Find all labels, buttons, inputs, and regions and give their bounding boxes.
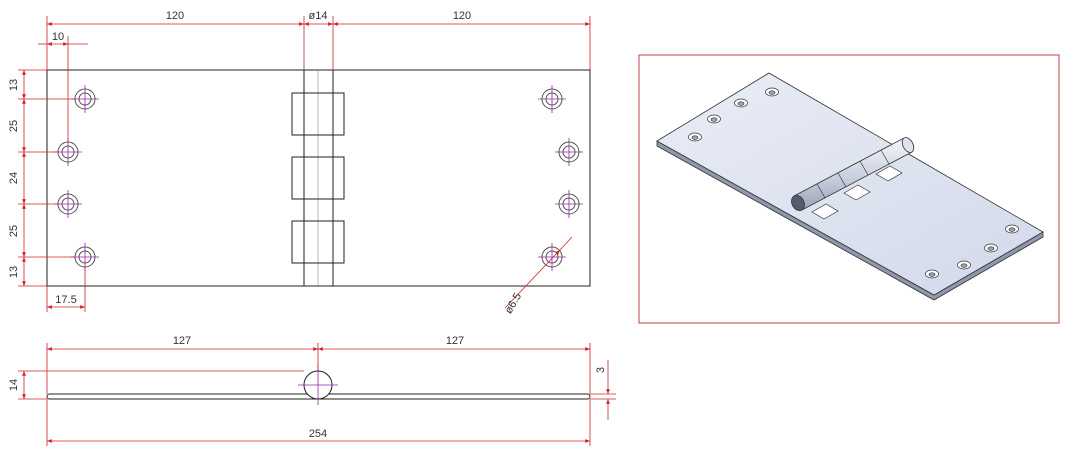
dim-thickness-text: 3	[595, 367, 607, 373]
hole-right-2	[555, 138, 583, 166]
dim-hole-inset-text: 10	[52, 31, 64, 43]
dim-thickness	[590, 360, 616, 420]
hinge-plate-outline	[46, 69, 591, 287]
hole-right-4	[538, 243, 566, 271]
dim-side-right-half: 127	[446, 335, 464, 347]
hole-left-2	[54, 138, 82, 166]
iso-holes	[688, 87, 1019, 279]
hole-right-1	[538, 85, 566, 113]
side-view: 127 127 254 14 3	[8, 335, 616, 446]
iso-barrel-end-right	[901, 137, 915, 153]
dim-spacing-top: 13	[8, 79, 20, 91]
iso-view-frame	[638, 54, 1060, 324]
dim-left-width: 120	[166, 10, 184, 22]
hole-left-3	[54, 190, 82, 218]
iso-view	[638, 54, 1060, 324]
hole-right-3	[555, 190, 583, 218]
dim-total-length	[46, 399, 591, 446]
dim-top-widths	[46, 16, 591, 70]
dim-spacing-4: 25	[8, 225, 20, 237]
iso-slot-1	[811, 203, 839, 220]
dim-vertical-chain	[18, 69, 75, 287]
dim-hole-diameter-leader	[504, 249, 561, 309]
dim-spacing-bottom: 13	[8, 266, 20, 278]
knuckle-slot-middle	[291, 156, 345, 200]
dim-spacing-2: 25	[8, 120, 20, 132]
dim-knuckle-height-text: 14	[8, 379, 20, 391]
dim-hole-inset	[38, 36, 88, 142]
knuckle-slot-bottom	[291, 220, 345, 264]
hole-left-4	[71, 243, 99, 271]
dim-total-length-text: 254	[309, 428, 327, 440]
iso-slot-2	[843, 184, 871, 201]
front-view: 120 ø14 120 10 13 25 24 25 13	[8, 10, 591, 316]
dim-spacing-3: 24	[8, 172, 20, 184]
dim-knuckle-height	[18, 370, 304, 400]
dim-side-left-half: 127	[173, 335, 191, 347]
iso-slot-3	[875, 165, 903, 182]
knuckle-slot-top	[291, 92, 345, 136]
iso-barrel-end-left	[791, 194, 805, 212]
dim-hole-edge	[46, 267, 86, 312]
pin-barrel-outline	[303, 69, 334, 287]
dim-hole-diameter-text: ø6.5	[503, 291, 524, 316]
hole-left-1	[71, 85, 99, 113]
dim-hole-edge-text: 17.5	[55, 294, 76, 306]
dim-side-halves	[46, 343, 591, 394]
dim-right-width: 120	[453, 10, 471, 22]
dim-pin-diameter: ø14	[309, 10, 328, 22]
